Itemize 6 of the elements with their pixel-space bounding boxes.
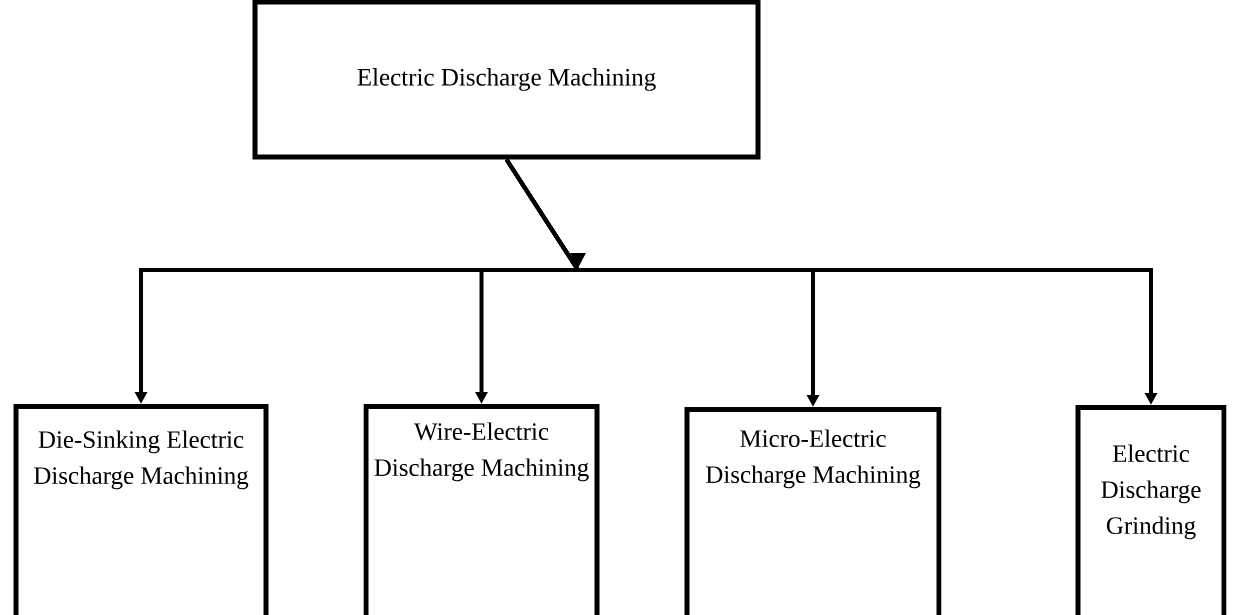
process-box: Electric Discharge Grinding [1075,405,1227,615]
process-box: Micro-Electric Discharge Machining [684,407,942,615]
process-box: Die-Sinking Electric Discharge Machining [13,404,269,615]
arrowhead [570,253,586,268]
process-box: Wire-Electric Discharge Machining [363,404,600,615]
process-box: Electric Discharge Machining [252,0,761,160]
